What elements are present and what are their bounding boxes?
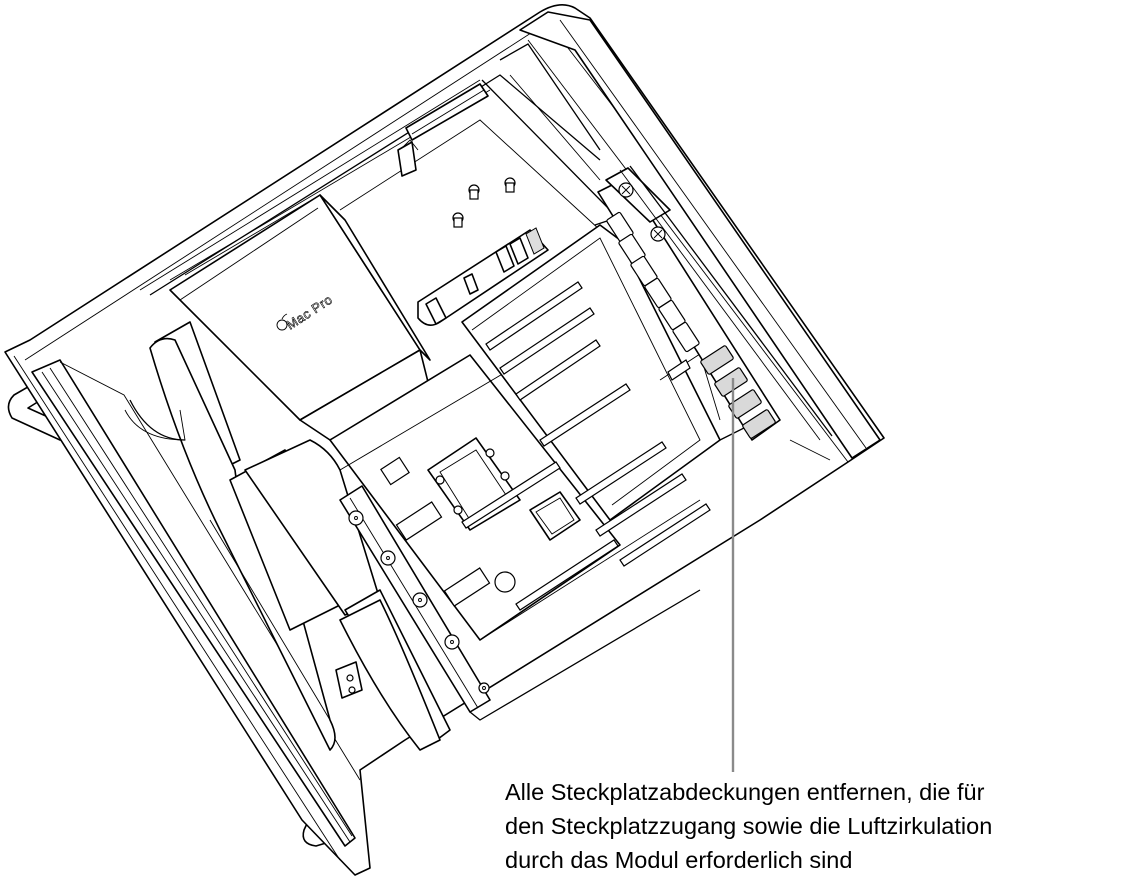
chassis-floor [139, 74, 601, 296]
standoff-screws [452, 177, 516, 228]
callout-caption: Alle Steckplatzabdeckungen entfernen, di… [505, 775, 1125, 877]
apple-logo-icon [276, 313, 288, 331]
fan-housing [124, 321, 451, 751]
callout-line-2: den Steckplatzzugang sowie die Luftzirku… [505, 813, 993, 839]
io-bracket [339, 485, 701, 721]
callout-line-3: durch das Modul erforderlich sind [505, 847, 853, 873]
power-supply-module: Mac Pro [169, 194, 431, 441]
slot-covers [597, 165, 833, 461]
io-card-bracket [417, 227, 549, 326]
highlighted-slot-covers [700, 345, 776, 439]
callout-line-1: Alle Steckplatzabdeckungen entfernen, di… [505, 779, 985, 805]
logic-board [329, 339, 701, 641]
